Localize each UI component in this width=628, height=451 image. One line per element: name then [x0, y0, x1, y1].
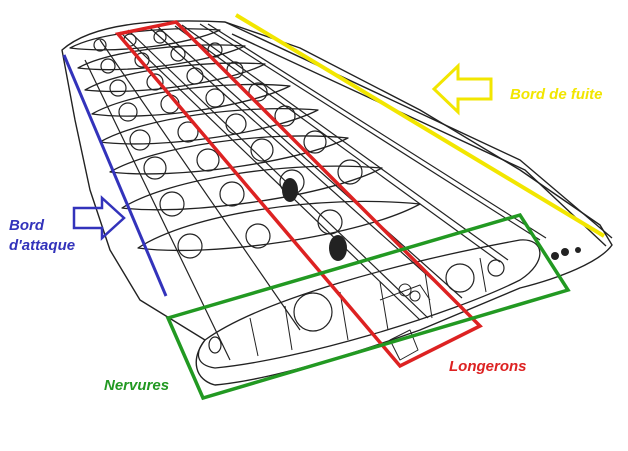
dark-holes [282, 178, 581, 261]
leading-edge-label-line2: d'attaque [9, 237, 75, 254]
arrow-left-icon [434, 66, 491, 112]
spars-label: Longerons [449, 358, 527, 375]
ribs-label: Nervures [104, 377, 169, 394]
trailing-edge-strip [225, 22, 612, 246]
rib-6 [110, 136, 348, 174]
trailing-edge-line [236, 15, 604, 236]
trailing-edge-label: Bord de fuite [510, 86, 603, 103]
leading-edge-label-line1: Bord [9, 217, 45, 234]
